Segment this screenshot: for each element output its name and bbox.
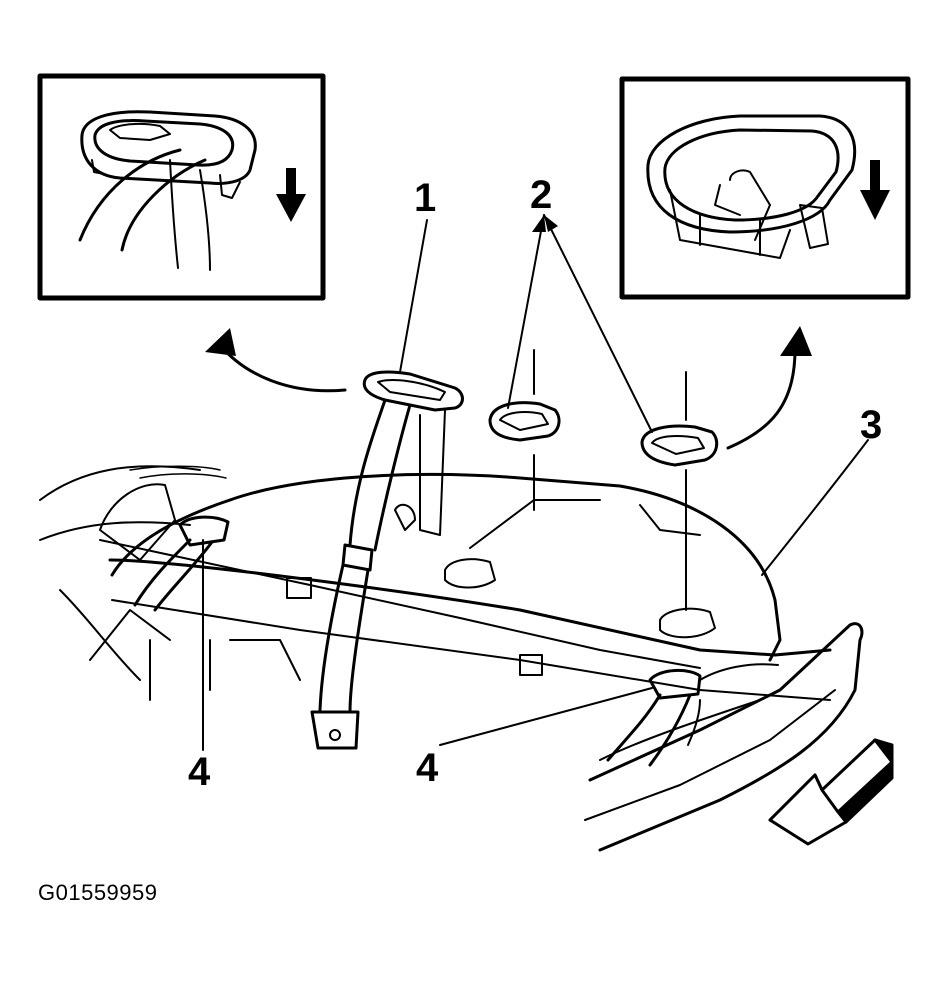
forward-direction-arrow-icon bbox=[770, 740, 892, 844]
figure-id: G01559959 bbox=[38, 880, 158, 905]
callout-4-left: 4 bbox=[188, 750, 211, 794]
rear-shelf-assembly bbox=[40, 466, 862, 850]
leader-lines bbox=[203, 215, 868, 750]
callout-4-right: 4 bbox=[416, 746, 439, 790]
outboard-belt-left bbox=[135, 517, 228, 610]
callout-3: 3 bbox=[860, 403, 883, 447]
outboard-belt-right bbox=[608, 664, 778, 765]
callout-2: 2 bbox=[530, 173, 553, 217]
inset-right-guide-installation bbox=[622, 79, 908, 297]
curved-arrow-icon bbox=[205, 326, 812, 448]
guide-right-item-2 bbox=[642, 372, 717, 637]
inset-left-guide-removal bbox=[40, 76, 323, 298]
down-arrow-icon bbox=[860, 160, 890, 220]
down-arrow-icon bbox=[276, 168, 306, 222]
leader-arrowheads bbox=[532, 215, 558, 232]
callout-1: 1 bbox=[414, 176, 437, 220]
guide-left-item-2 bbox=[490, 350, 559, 510]
left-anchor bbox=[445, 559, 495, 587]
center-seat-belt bbox=[312, 372, 463, 748]
